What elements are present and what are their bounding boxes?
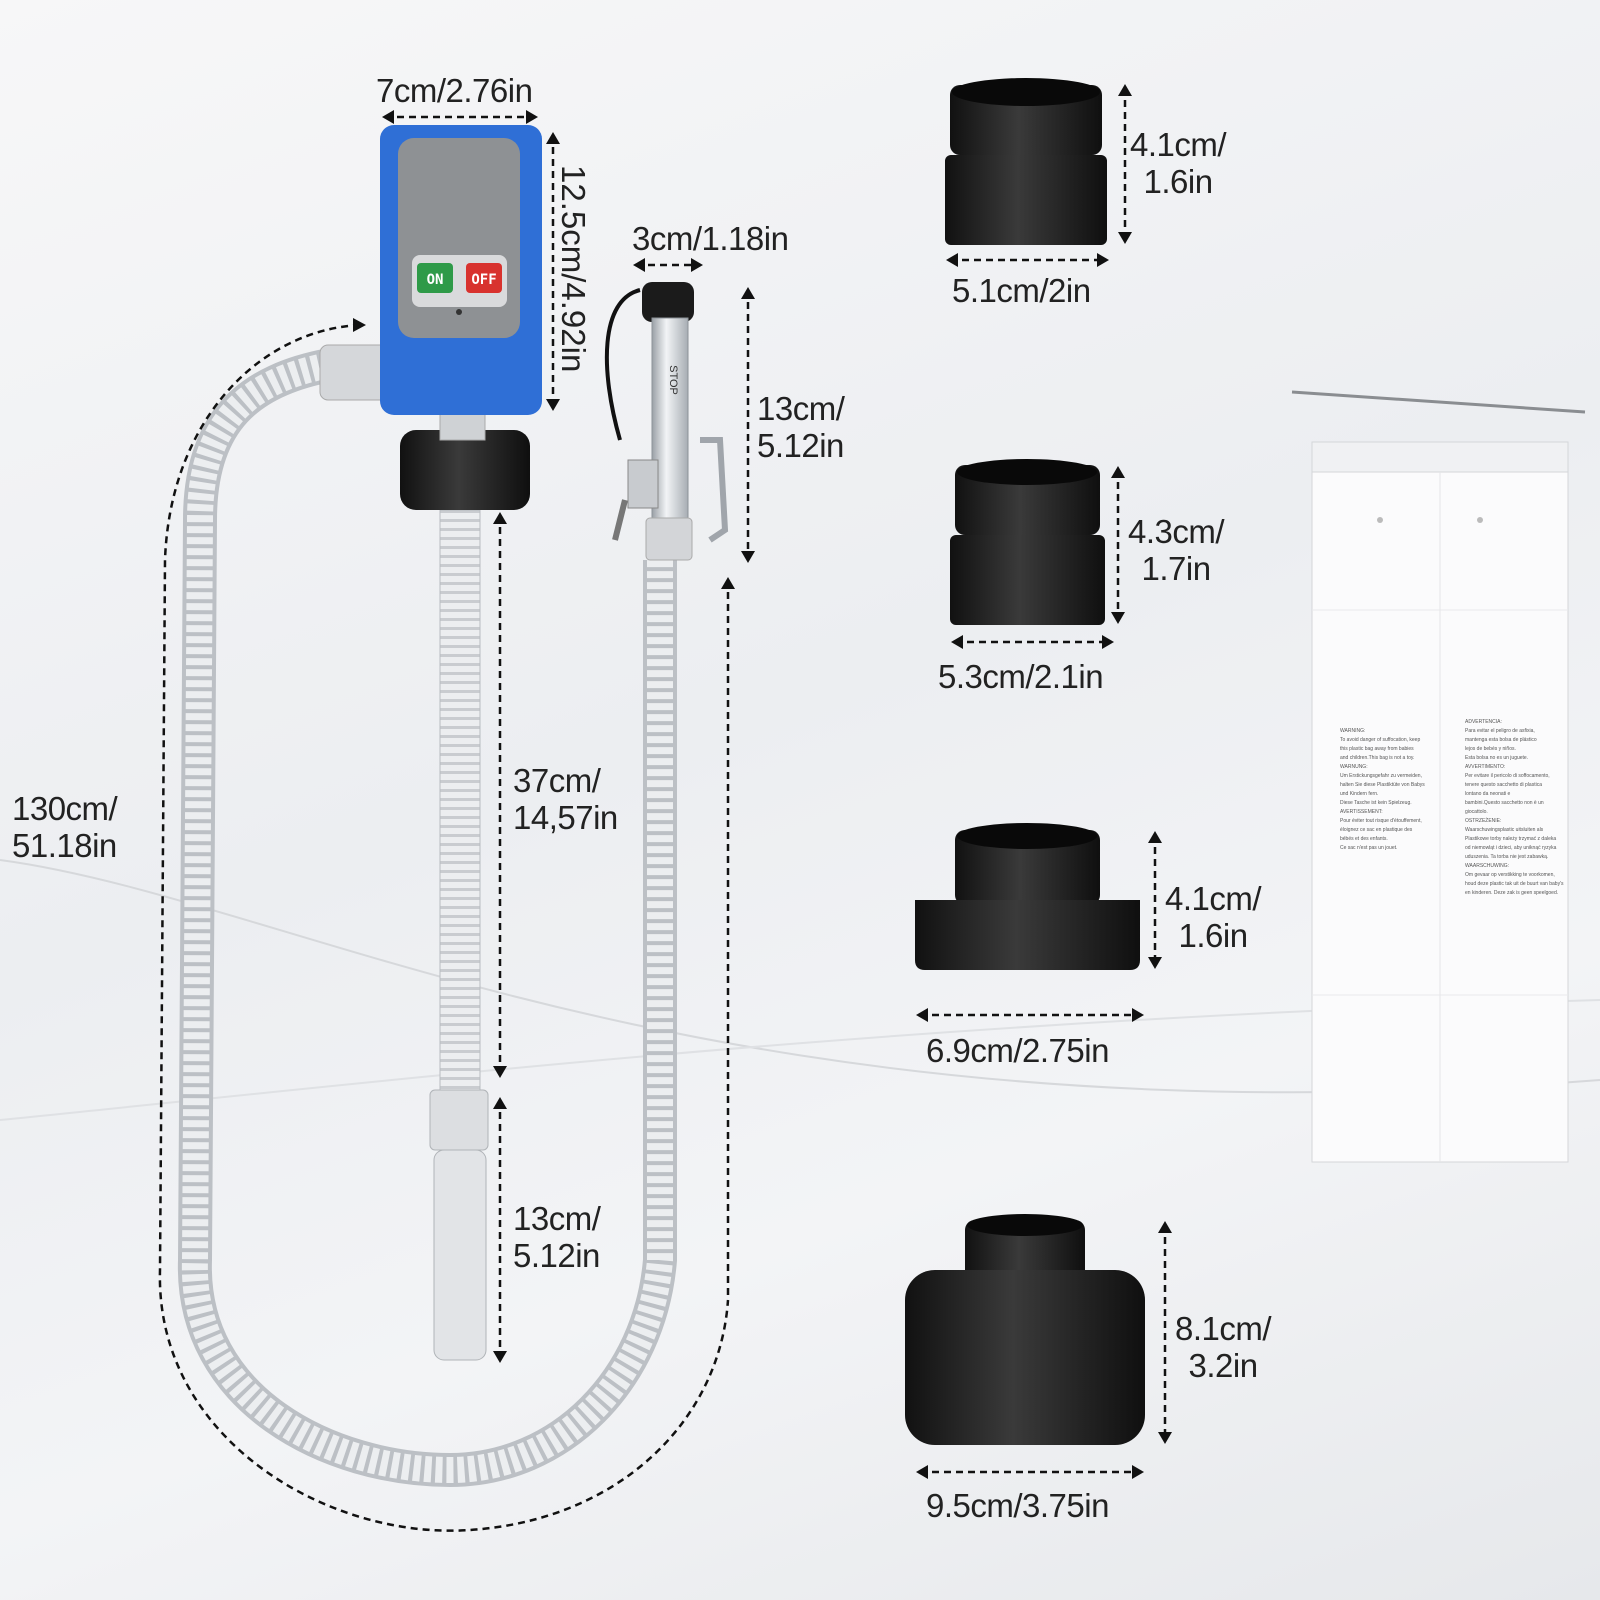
hose-length-label-line-1: 130cm/ xyxy=(12,790,118,827)
adapter-1-height-line-1: 4.1cm/ xyxy=(1130,126,1227,163)
adapter-4 xyxy=(905,1214,1145,1445)
nozzle-cap xyxy=(642,282,694,322)
adapter-3-height-line-2: 1.6in xyxy=(1178,917,1248,954)
off-button-label: OFF xyxy=(471,272,496,288)
nozzle-stop-label: STOP xyxy=(667,365,679,395)
on-button-label: ON xyxy=(427,272,444,288)
filter-foot xyxy=(433,1149,487,1361)
nozzle-length-label: 13cm/ 5.12in xyxy=(757,390,845,464)
adapter-2-height-label: 4.3cm/ 1.7in xyxy=(1128,513,1225,587)
outlet-hose xyxy=(181,352,673,1484)
filter-length-label-line-2: 5.12in xyxy=(513,1237,600,1274)
filter-length-label-line-1: 13cm/ xyxy=(513,1200,601,1237)
off-button[interactable] xyxy=(466,263,502,293)
suction-tube xyxy=(439,509,481,1091)
hose-dimension-curve xyxy=(158,323,730,1532)
pump-width-label: 7cm/2.76in xyxy=(376,72,533,109)
nozzle-width-label: 3cm/1.18in xyxy=(632,220,789,257)
pump-height-label: 12.5cm/4.92in xyxy=(555,165,592,373)
adapter-1 xyxy=(945,78,1107,245)
adapter-2-height-line-1: 4.3cm/ xyxy=(1128,513,1225,550)
adapter-2-height-line-2: 1.7in xyxy=(1141,550,1211,587)
adapter-4-width-label: 9.5cm/3.75in xyxy=(926,1487,1109,1524)
tube-length-label-line-1: 37cm/ xyxy=(513,762,601,799)
drum-cap xyxy=(400,430,530,510)
hose-length-label: 130cm/ 51.18in xyxy=(12,790,118,864)
adapter-2 xyxy=(950,459,1105,625)
filter-length-label: 13cm/ 5.12in xyxy=(513,1200,601,1274)
adapter-1-height-label: 4.1cm/ 1.6in xyxy=(1130,126,1227,200)
adapter-3 xyxy=(915,823,1140,970)
on-button[interactable] xyxy=(417,263,453,293)
nozzle-length-label-line-1: 13cm/ xyxy=(757,390,845,427)
adapter-4-height-line-1: 8.1cm/ xyxy=(1175,1310,1272,1347)
outlet-hose-outline xyxy=(177,348,677,1488)
nozzle-clip xyxy=(627,459,659,509)
bag-warning-text-right: ADVERTENCIA: Para evitar el peligro de a… xyxy=(1465,719,1564,896)
nozzle-cord xyxy=(604,288,641,441)
hose-length-label-line-2: 51.18in xyxy=(12,827,117,864)
nozzle-collar xyxy=(645,517,693,561)
adapter-4-height-label: 8.1cm/ 3.2in xyxy=(1175,1310,1272,1384)
adapter-3-width-label: 6.9cm/2.75in xyxy=(926,1032,1109,1069)
tube-length-label: 37cm/ 14,57in xyxy=(513,762,618,836)
adapter-1-height-line-2: 1.6in xyxy=(1143,163,1213,200)
background-swoosh xyxy=(0,859,1600,1094)
control-panel xyxy=(398,138,520,338)
storage-bag xyxy=(1291,390,1586,1163)
adapter-3-height-line-1: 4.1cm/ xyxy=(1165,880,1262,917)
tube-coupler xyxy=(429,1089,489,1151)
adapter-3-height-label: 4.1cm/ 1.6in xyxy=(1165,880,1262,954)
bag-warning-text-left: WARNING: To avoid danger of suffocation,… xyxy=(1340,728,1425,851)
hose-elbow xyxy=(319,344,391,401)
nozzle-hook xyxy=(612,499,628,541)
adapter-2-width-label: 5.3cm/2.1in xyxy=(938,658,1104,695)
indicator-light xyxy=(456,309,462,315)
tube-length-label-line-2: 14,57in xyxy=(513,799,618,836)
nozzle-lever[interactable] xyxy=(700,437,729,543)
nozzle-length-label-line-2: 5.12in xyxy=(757,427,844,464)
adapter-4-height-line-2: 3.2in xyxy=(1188,1347,1258,1384)
adapter-1-width-label: 5.1cm/2in xyxy=(952,272,1091,309)
